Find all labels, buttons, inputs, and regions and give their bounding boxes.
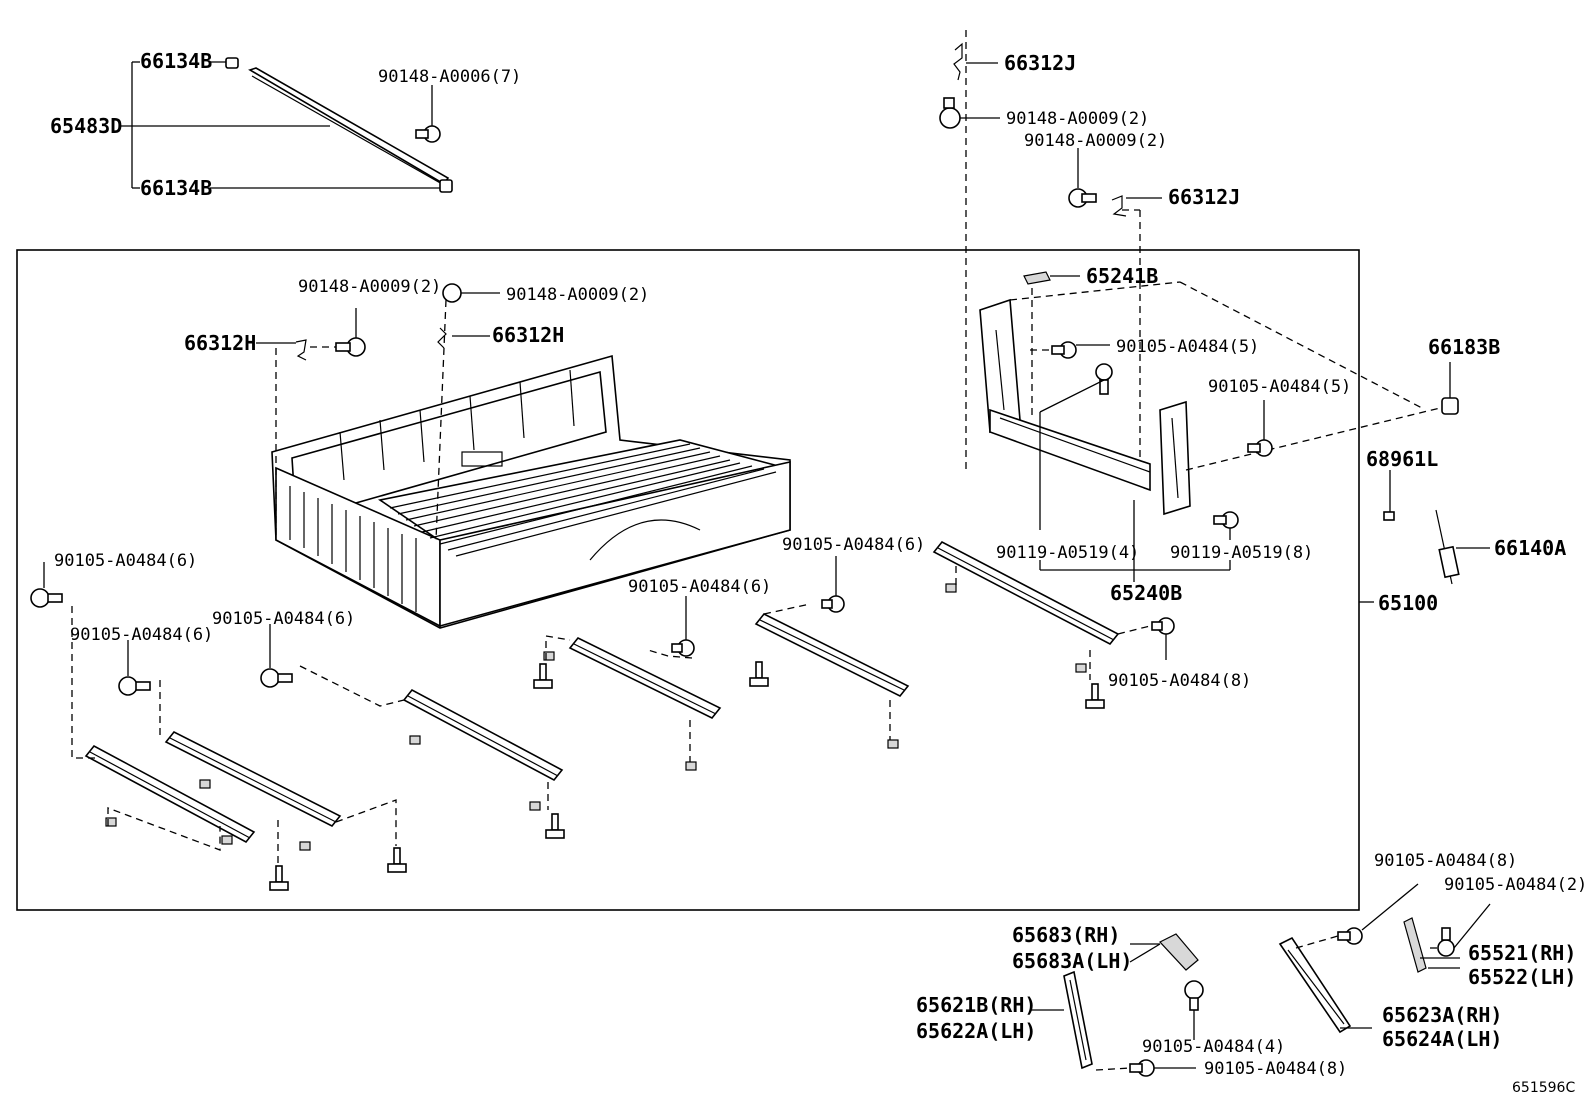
callout-90148-a0009-c: 90148-A0009(2) (298, 277, 441, 297)
callout-66312j-top: 66312J (1004, 51, 1076, 75)
bolt-icon (1151, 617, 1175, 635)
stud-bolt-icon (545, 813, 565, 839)
nut-icon (1441, 397, 1459, 415)
callout-66312h-right: 66312H (492, 323, 564, 347)
callout-90105-a0484-6c: 90105-A0484(6) (212, 609, 355, 629)
callout-90148-a0009-a: 90148-A0009(2) (1006, 109, 1149, 129)
bolt-icon (1213, 511, 1239, 529)
callout-66312h-left: 66312H (184, 331, 256, 355)
callout-90119-a0519-4: 90119-A0519(4) (996, 543, 1139, 563)
callout-65241b: 65241B (1086, 264, 1158, 288)
callout-65521-rh: 65521(RH) (1468, 941, 1576, 965)
callout-90105-a0484-6a: 90105-A0484(6) (54, 551, 197, 571)
callout-90119-a0519-8: 90119-A0519(8) (1170, 543, 1313, 563)
bolt-icon (1068, 188, 1097, 208)
stud-bolt-icon (533, 663, 553, 689)
callout-90148-a0009-b: 90148-A0009(2) (1024, 131, 1167, 151)
bolt-icon (1247, 439, 1273, 457)
callout-65622a-lh: 65622A(LH) (916, 1019, 1036, 1043)
assembly-boundary (16, 249, 1360, 911)
callout-90105-a0484-5a: 90105-A0484(5) (1116, 337, 1259, 357)
sill-bolts (30, 556, 1175, 891)
callout-90105-a0484-6d: 90105-A0484(6) (628, 577, 771, 597)
figure-code: 651596C (1512, 1080, 1575, 1096)
callout-90105-a0484-8c: 90105-A0484(8) (1204, 1059, 1347, 1079)
bolt-icon (1095, 363, 1113, 395)
callout-90105-a0484-8a: 90105-A0484(8) (1108, 671, 1251, 691)
weatherstrip-assembly (120, 57, 453, 193)
callout-65240b: 65240B (1110, 581, 1182, 605)
bolt-icon (1184, 980, 1204, 1011)
callout-labels: 66134B 65483D 66134B 90148-A0006(7) 6631… (50, 49, 1587, 1096)
lower-brackets (1030, 883, 1491, 1077)
callout-65621b-rh: 65621B(RH) (916, 993, 1036, 1017)
callout-66140a: 66140A (1494, 536, 1566, 560)
bolt-icon (30, 588, 63, 608)
callout-65522-lh: 65522(LH) (1468, 965, 1576, 989)
callout-65623a-rh: 65623A(RH) (1382, 1003, 1502, 1027)
callout-90105-a0484-6b: 90105-A0484(6) (70, 625, 213, 645)
truck-bed-illustration (271, 354, 791, 629)
callout-90105-a0484-6e: 90105-A0484(6) (782, 535, 925, 555)
callout-66312j-mid: 66312J (1168, 185, 1240, 209)
callout-68961l: 68961L (1366, 447, 1438, 471)
callout-90148-a0009-d: 90148-A0009(2) (506, 285, 649, 305)
callout-65683a-lh: 65683A(LH) (1012, 949, 1132, 973)
callout-66183b: 66183B (1428, 335, 1500, 359)
stud-bolt-icon (387, 847, 407, 873)
callout-66134b-top: 66134B (140, 49, 212, 73)
bolt-icon (1051, 341, 1077, 359)
tailgate-support (1383, 470, 1490, 585)
callout-90105-a0484-4: 90105-A0484(4) (1142, 1037, 1285, 1057)
callout-65483d: 65483D (50, 114, 122, 138)
bolt-icon (671, 639, 695, 657)
bolt-icon (335, 337, 366, 357)
bolt-icon (1437, 927, 1455, 957)
callout-65624a-lh: 65624A(LH) (1382, 1027, 1502, 1051)
callout-90105-a0484-2: 90105-A0484(2) (1444, 875, 1587, 895)
bolt-icon (260, 668, 293, 688)
bolt-icon (1337, 927, 1363, 945)
stud-bolt-icon (749, 661, 769, 687)
stud-bolt-icon (1085, 683, 1105, 709)
bolt-icon (442, 283, 462, 303)
bolt-icon (939, 97, 961, 129)
bolt-icon (821, 595, 845, 613)
callout-65100: 65100 (1378, 591, 1438, 615)
callout-90148-a0006: 90148-A0006(7) (378, 67, 521, 87)
callout-90105-a0484-8b: 90105-A0484(8) (1374, 851, 1517, 871)
callout-65683-rh: 65683(RH) (1012, 923, 1120, 947)
bed-fasteners (256, 283, 500, 541)
bolt-icon (118, 676, 151, 696)
stud-bolt-icon (269, 865, 289, 891)
callout-66134b-bottom: 66134B (140, 176, 212, 200)
clip-icon (415, 125, 441, 143)
callout-90105-a0484-5b: 90105-A0484(5) (1208, 377, 1351, 397)
bolt-icon (1129, 1059, 1155, 1077)
cross-sills (71, 540, 1151, 864)
bed-frame-65240b (979, 271, 1459, 582)
